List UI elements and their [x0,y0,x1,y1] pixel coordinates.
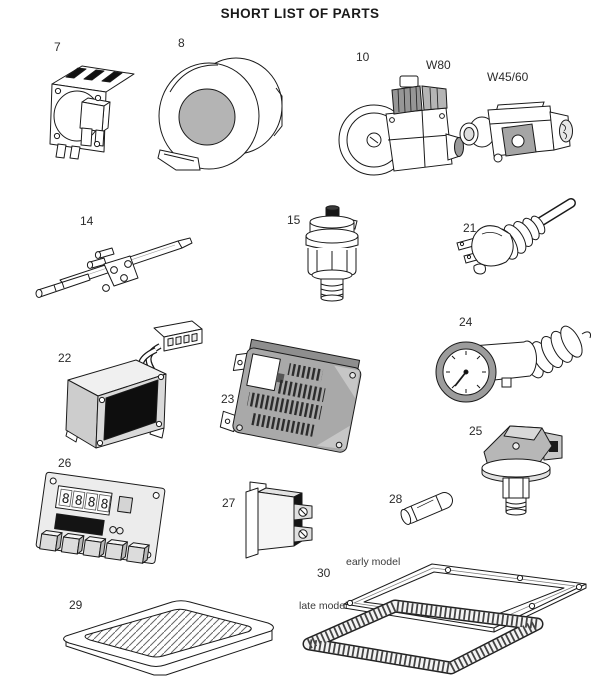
air-vent-drawing [300,205,364,303]
part-29-label: 29 [69,598,83,612]
temperature-gauge-drawing [430,318,598,410]
part-22-label: 22 [58,351,72,365]
part-8-label: 8 [178,36,185,50]
part-w45-60-label: W45/60 [487,70,529,84]
pilot-burner-assembly-drawing [32,224,202,299]
part-23-label: 23 [221,392,235,406]
part-10-variant-label: W80 [426,58,451,72]
part-21-label: 21 [463,221,477,235]
gasket-late-model-drawing [293,594,551,678]
relay-drawing [236,478,318,566]
ignition-control-drawing [42,58,142,168]
late-model-label: late model [299,600,348,612]
early-model-label: early model [346,556,401,568]
part-28-label: 28 [389,492,403,506]
transformer-drawing [56,316,206,456]
part-14-label: 14 [80,214,94,228]
part-25-label: 25 [469,424,483,438]
part-10-label: 10 [356,50,370,64]
part-24-label: 24 [459,315,473,329]
burner-tray-drawing [52,590,287,680]
power-plug-drawing [452,194,580,282]
gas-valve-w80-drawing [334,68,464,180]
circuit-board-drawing: 8888 [40,470,185,580]
page-title: SHORT LIST OF PARTS [220,6,380,21]
display-digits: 8888 [61,491,115,513]
blower-drawing [152,52,287,174]
control-module-drawing [226,340,376,470]
part-27-label: 27 [222,496,236,510]
part-30-label: 30 [317,566,331,580]
pressure-switch-drawing [470,416,570,520]
part-26-label: 26 [58,456,72,470]
gas-valve-w45-60-drawing [452,96,577,168]
part-7-label: 7 [54,40,61,54]
fuse-drawing [394,478,460,534]
part-15-label: 15 [287,213,301,227]
